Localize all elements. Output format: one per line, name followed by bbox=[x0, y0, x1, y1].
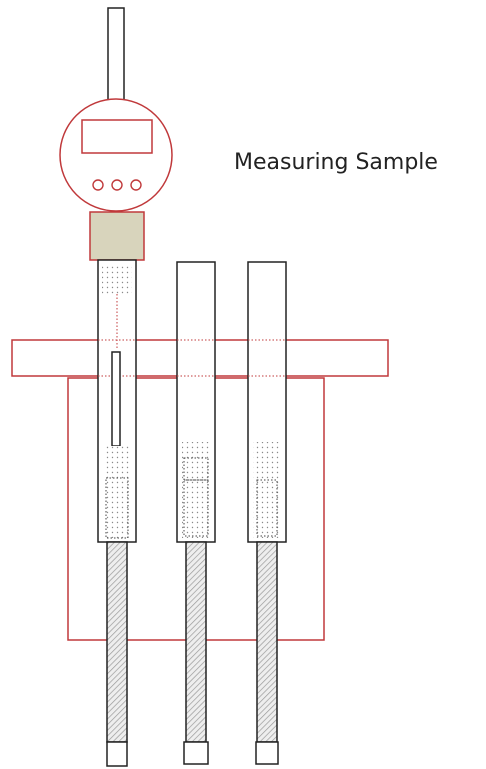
sample-zone bbox=[253, 442, 281, 538]
sample-tube-2 bbox=[176, 261, 216, 765]
gauge-adapter bbox=[89, 211, 145, 261]
stem-foot bbox=[106, 741, 128, 767]
tube-dotted-fill bbox=[102, 264, 132, 294]
probe-rod bbox=[111, 351, 121, 447]
hatched-stem bbox=[185, 541, 207, 743]
dial-gauge-body bbox=[59, 98, 173, 212]
gauge-button bbox=[92, 179, 104, 191]
gauge-button bbox=[130, 179, 142, 191]
gauge-button bbox=[111, 179, 123, 191]
stem-foot bbox=[255, 741, 279, 765]
hatched-stem bbox=[106, 541, 128, 743]
measuring-tube bbox=[97, 259, 137, 767]
measuring-sample-label: Measuring Sample bbox=[234, 150, 438, 175]
sample-zone bbox=[182, 442, 210, 538]
hatched-stem bbox=[256, 541, 278, 743]
sample-zone bbox=[104, 446, 130, 538]
gauge-display bbox=[81, 119, 153, 154]
gauge-plunger-rod bbox=[107, 7, 125, 101]
stem-foot bbox=[183, 741, 209, 765]
sample-tube-3 bbox=[247, 261, 287, 765]
